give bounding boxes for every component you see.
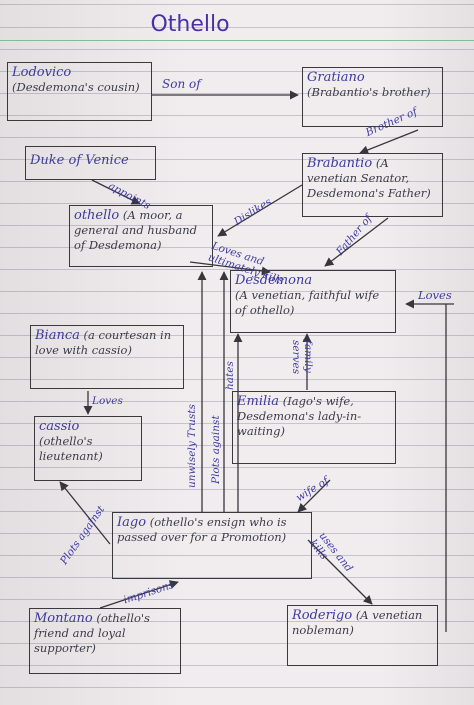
box-desdemona: Desdemona (A venetian, faithful wife of …	[230, 270, 396, 333]
desdemona-desc: (A venetian, faithful wife of othello)	[235, 288, 380, 317]
arrow-father-of	[324, 217, 389, 267]
brabantio-desc: (A venetian Senator, Desdemona's Father)	[307, 156, 431, 200]
box-roderigo: Roderigo (A venetian nobleman)	[287, 605, 438, 666]
montano-name: Montano	[34, 611, 93, 626]
diagram-title: Othello	[150, 12, 230, 37]
montano-desc: (othello's friend and loyal supporter)	[34, 611, 150, 655]
roderigo-name: Roderigo	[292, 608, 353, 623]
label-family-serves: family serves	[290, 340, 314, 375]
othello-desc: (A moor, a general and husband of Desdem…	[74, 208, 198, 252]
cassio-name: cassio	[39, 419, 80, 434]
label-hates: hates	[224, 361, 236, 390]
arrow-brother-of	[359, 129, 419, 155]
top-margin-line	[0, 40, 474, 41]
label-son-of: Son of	[162, 77, 201, 91]
desdemona-name: Desdemona	[235, 273, 313, 288]
cassio-desc: (othello's lieutenant)	[39, 434, 103, 463]
box-montano: Montano (othello's friend and loyal supp…	[29, 608, 181, 674]
gratiano-desc: (Brabantio's brother)	[307, 85, 431, 99]
bianca-desc: (a courtesan in love with cassio)	[35, 328, 172, 357]
roderigo-desc: (A venetian nobleman)	[292, 608, 423, 637]
box-iago: Iago (othello's ensign who is passed ove…	[112, 512, 312, 579]
iago-name: Iago	[117, 515, 147, 530]
arrow-imprisons	[99, 580, 179, 609]
lodovico-desc: (Desdemona's cousin)	[12, 80, 140, 94]
bianca-name: Bianca	[35, 328, 80, 343]
box-bianca: Bianca (a courtesan in love with cassio)	[30, 325, 184, 389]
arrow-appoints	[91, 179, 141, 205]
lodovico-name: Lodovico	[12, 65, 72, 80]
gratiano-name: Gratiano	[307, 70, 365, 85]
duke-name: Duke of Venice	[30, 153, 129, 168]
box-gratiano: Gratiano (Brabantio's brother)	[302, 67, 443, 127]
brabantio-name: Brabantio	[307, 156, 373, 171]
box-othello: othello (A moor, a general and husband o…	[69, 205, 213, 267]
label-unwisely-trusts: unwisely Trusts	[186, 404, 198, 488]
arrow-uses-and-kills	[307, 539, 373, 605]
emilia-desc: (Iago's wife, Desdemona's lady-in-waitin…	[237, 394, 362, 438]
iago-desc: (othello's ensign who is passed over for…	[117, 515, 287, 544]
arrow-plots-against-cassio	[59, 481, 111, 545]
emilia-name: Emilia	[237, 394, 280, 409]
box-brabantio: Brabantio (A venetian Senator, Desdemona…	[302, 153, 443, 217]
label-loves-desdemona: Loves	[418, 288, 452, 302]
label-loves-cassio: Loves	[92, 395, 123, 407]
box-lodovico: Lodovico (Desdemona's cousin)	[7, 62, 152, 121]
arrow-wife-of	[297, 479, 331, 513]
box-cassio: cassio (othello's lieutenant)	[34, 416, 142, 481]
box-emilia: Emilia (Iago's wife, Desdemona's lady-in…	[232, 391, 396, 464]
box-duke-of-venice: Duke of Venice	[25, 146, 156, 180]
othello-name: othello	[74, 208, 120, 223]
arrow-dislikes	[217, 184, 303, 237]
label-plots-against-othello: Plots against	[210, 415, 222, 484]
